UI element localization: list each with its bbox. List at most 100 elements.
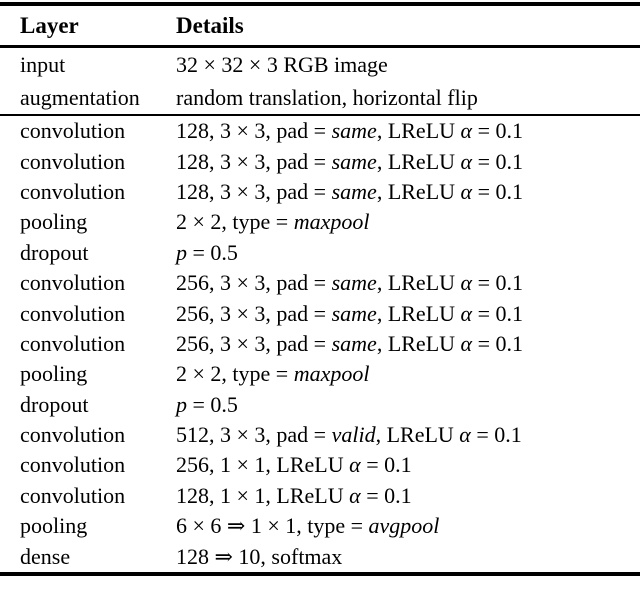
layer-cell: convolution (20, 178, 126, 204)
top-rule (0, 2, 640, 6)
detail-text: 32 × 32 × 3 RGB image (176, 51, 388, 77)
table-row: convolution 256, 3 × 3, pad = same, LReLU… (0, 268, 640, 298)
math-italic-text: α (349, 452, 361, 478)
math-italic-text: avgpool (368, 513, 440, 539)
detail-text: , LReLU (376, 118, 461, 144)
detail-text: 256, 3 × 3, pad = (176, 330, 332, 356)
details-cell: 256, 1 × 1, LReLU α = 0.1 (176, 454, 640, 476)
detail-text: = 0.1 (360, 482, 412, 508)
table-row: dense 128 ⇒ 10, softmax (0, 541, 640, 571)
detail-text: = 0.1 (472, 118, 523, 144)
detail-text: 256, 1 × 1, LReLU (176, 452, 350, 478)
math-italic-text: maxpool (293, 209, 370, 235)
math-italic-text: same (331, 330, 377, 356)
details-cell: 2 × 2, type = maxpool (176, 211, 640, 233)
header-row: Layer Details (0, 6, 640, 45)
detail-text: 128 ⇒ 10, softmax (176, 543, 343, 569)
details-cell: 128, 1 × 1, LReLU α = 0.1 (176, 482, 640, 508)
math-italic-text: valid (331, 422, 376, 448)
math-italic-text: α (460, 300, 473, 326)
detail-text: = 0.5 (187, 391, 238, 417)
math-italic-text: α (460, 330, 473, 356)
table-row: convolution 512, 3 × 3, pad = valid, LReL… (0, 420, 640, 450)
detail-text: 6 × 6 ⇒ 1 × 1, type = (176, 513, 369, 539)
header-rule (0, 45, 640, 48)
detail-text: 2 × 2, type = (176, 209, 294, 235)
header-details: Details (176, 13, 244, 38)
math-italic-text: same (331, 270, 377, 296)
math-italic-text: α (460, 178, 473, 204)
detail-text: = 0.1 (360, 452, 412, 478)
math-italic-text: α (349, 482, 361, 508)
layer-cell: convolution (20, 270, 126, 296)
table-row: convolution 128, 3 × 3, pad = same, LReLU… (0, 116, 640, 146)
details-cell: 128 ⇒ 10, softmax (176, 543, 640, 569)
layer-cell: pooling (20, 209, 88, 235)
math-italic-text: α (459, 422, 471, 448)
table-row: pooling 2 × 2, type = maxpool (0, 207, 640, 237)
detail-text: , LReLU (376, 300, 461, 326)
table-row: input 32 × 32 × 3 RGB image (0, 48, 640, 81)
details-cell: 256, 3 × 3, pad = same, LReLU α = 0.1 (176, 300, 640, 326)
layer-cell: dense (20, 543, 71, 569)
details-cell: 6 × 6 ⇒ 1 × 1, type = avgpool (176, 515, 640, 537)
detail-text: , LReLU (376, 148, 461, 174)
detail-text: 128, 1 × 1, LReLU (176, 482, 350, 508)
detail-text: 256, 3 × 3, pad = (176, 300, 332, 326)
details-cell: 512, 3 × 3, pad = valid, LReLU α = 0.1 (176, 424, 640, 446)
details-cell: 128, 3 × 3, pad = same, LReLU α = 0.1 (176, 120, 640, 142)
detail-text: , LReLU (376, 178, 461, 204)
detail-text: = 0.1 (472, 148, 523, 174)
layer-cell: dropout (20, 391, 89, 417)
details-cell: 256, 3 × 3, pad = same, LReLU α = 0.1 (176, 272, 640, 294)
detail-text: = 0.1 (472, 270, 523, 296)
math-italic-text: α (460, 148, 473, 174)
math-italic-text: same (331, 118, 377, 144)
section-divider-rule (0, 114, 640, 116)
layer-cell: augmentation (20, 84, 140, 110)
detail-text: , LReLU (376, 330, 461, 356)
details-cell: p = 0.5 (176, 391, 640, 417)
layer-cell: pooling (20, 513, 88, 539)
detail-text: 512, 3 × 3, pad = (176, 422, 332, 448)
math-italic-text: same (331, 300, 377, 326)
detail-text: 256, 3 × 3, pad = (176, 270, 332, 296)
table-row: convolution 128, 1 × 1, LReLU α = 0.1 (0, 481, 640, 511)
detail-text: , LReLU (376, 270, 461, 296)
table-row: pooling 6 × 6 ⇒ 1 × 1, type = avgpool (0, 511, 640, 541)
detail-text: = 0.5 (187, 239, 238, 265)
detail-text: , LReLU (375, 422, 460, 448)
details-cell: 128, 3 × 3, pad = same, LReLU α = 0.1 (176, 148, 640, 174)
detail-text: 128, 3 × 3, pad = (176, 118, 332, 144)
math-italic-text: p (176, 239, 187, 265)
layer-cell: convolution (20, 482, 126, 508)
math-italic-text: α (460, 118, 473, 144)
detail-text: = 0.1 (472, 178, 523, 204)
details-cell: 256, 3 × 3, pad = same, LReLU α = 0.1 (176, 330, 640, 356)
detail-text: 2 × 2, type = (176, 361, 294, 387)
details-cell: 2 × 2, type = maxpool (176, 363, 640, 385)
details-cell: 32 × 32 × 3 RGB image (176, 51, 640, 77)
math-italic-text: same (331, 178, 377, 204)
detail-text: 128, 3 × 3, pad = (176, 178, 332, 204)
layer-cell: input (20, 51, 66, 77)
layer-cell: dropout (20, 239, 89, 265)
math-italic-text: same (331, 148, 377, 174)
details-cell: 128, 3 × 3, pad = same, LReLU α = 0.1 (176, 178, 640, 204)
detail-text: = 0.1 (470, 422, 522, 448)
table-row: convolution 128, 3 × 3, pad = same, LReLU… (0, 177, 640, 207)
layer-cell: convolution (20, 422, 126, 448)
layer-cell: convolution (20, 118, 126, 144)
layer-cell: convolution (20, 330, 126, 356)
header-layer: Layer (20, 13, 79, 38)
table-row: convolution 256, 3 × 3, pad = same, LReLU… (0, 329, 640, 359)
table-row: convolution 256, 1 × 1, LReLU α = 0.1 (0, 450, 640, 480)
layer-cell: convolution (20, 452, 126, 478)
